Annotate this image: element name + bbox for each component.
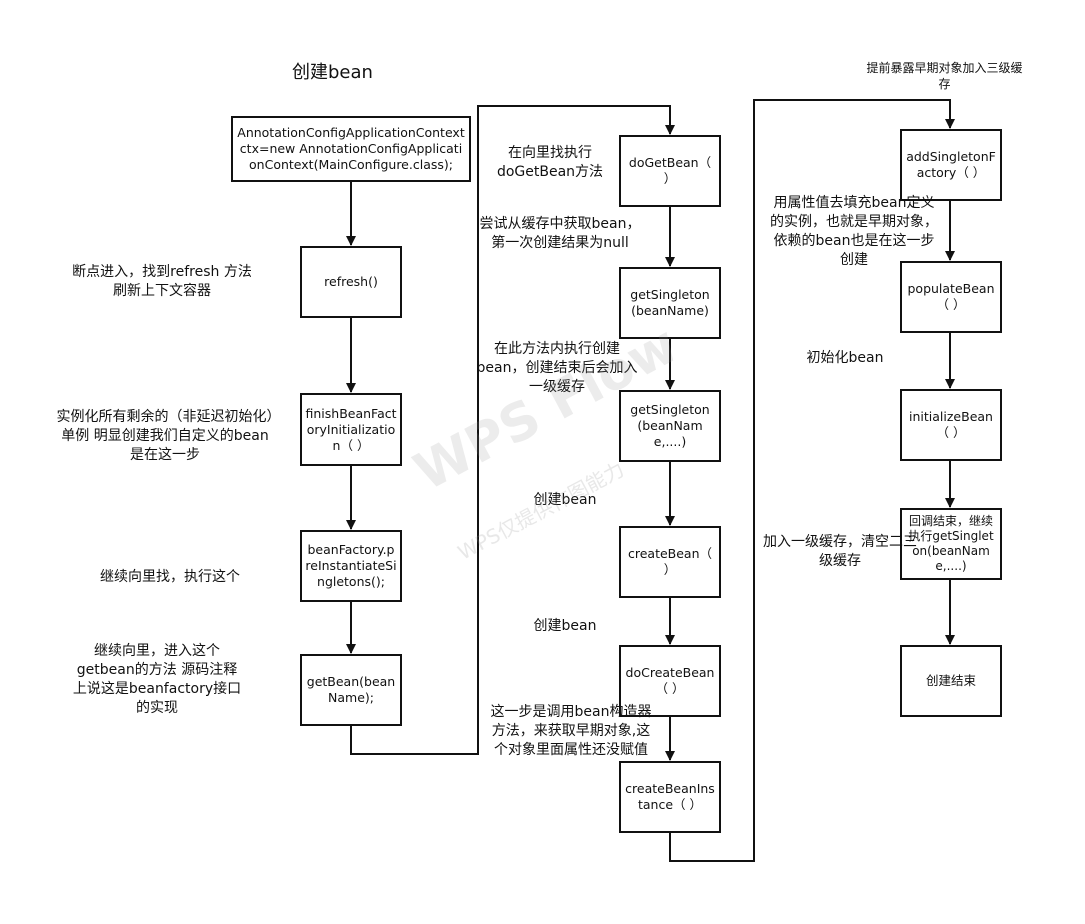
note-initialize: 初始化bean — [806, 350, 884, 366]
note-constructor: 这一步是调用bean构造器方法，来获取早期对象,这个对象里面属性还没赋值 — [490, 704, 652, 758]
box-ctx: AnnotationConfigApplicationContext ctx=n… — [231, 116, 471, 182]
box-refresh: refresh() — [300, 246, 402, 318]
note-preinst: 继续向里找，执行这个 — [100, 569, 240, 585]
note-populate: 用属性值去填充bean定义的实例，也就是早期对象，依赖的bean也是在这一步创建 — [770, 195, 938, 268]
box-create-bean-instance: createBeanInstance（ ） — [619, 761, 721, 833]
note-getbean: 继续向里，进入这个getbean的方法 源码注释上说这是beanfactory接… — [72, 643, 242, 716]
box-add-singleton-factory: addSingletonFactory（ ） — [900, 129, 1002, 201]
box-end: 创建结束 — [900, 645, 1002, 717]
box-callback-get-singleton: 回调结束，继续执行getSingleton(beanName,....) — [900, 508, 1002, 580]
note-cache: 尝试从缓存中获取bean，第一次创建结果为null — [479, 216, 641, 251]
note-create-bean-2: 创建bean — [533, 618, 597, 634]
box-do-get-bean: doGetBean（ ） — [619, 135, 721, 207]
box-create-bean: createBean（ ） — [619, 526, 721, 598]
note-create-bean-1: 创建bean — [533, 492, 597, 508]
page-title: 创建bean — [292, 62, 373, 83]
note-finish: 实例化所有剩余的（非延迟初始化）单例 明显创建我们自定义的bean是在这一步 — [56, 409, 274, 463]
note-get-singleton-2: 在此方法内执行创建bean，创建结束后会加入一级缓存 — [476, 341, 638, 395]
box-do-create-bean: doCreateBean（ ） — [619, 645, 721, 717]
arrow-getbean-dogetbean — [350, 105, 675, 755]
box-get-bean: getBean(beanName); — [300, 654, 402, 726]
note-refresh: 断点进入，找到refresh 方法刷新上下文容器 — [72, 264, 252, 299]
note-do-get-bean: 在向里找执行doGetBean方法 — [496, 145, 604, 180]
box-initialize-bean: initializeBean（ ） — [900, 389, 1002, 461]
arrow-createinstance-addfactory — [669, 99, 955, 862]
box-finish-bean-factory-initialization: finishBeanFactoryInitialization（ ） — [300, 393, 402, 466]
note-level1-cache: 加入一级缓存，清空二三级缓存 — [763, 534, 917, 569]
box-populate-bean: populateBean（ ） — [900, 261, 1002, 333]
note-early-exposure: 提前暴露早期对象加入三级缓存 — [866, 61, 1023, 91]
box-pre-instantiate-singletons: beanFactory.preInstantiateSingletons(); — [300, 530, 402, 602]
box-get-singleton-1: getSingleton(beanName) — [619, 267, 721, 339]
box-get-singleton-2: getSingleton(beanName,....) — [619, 390, 721, 462]
